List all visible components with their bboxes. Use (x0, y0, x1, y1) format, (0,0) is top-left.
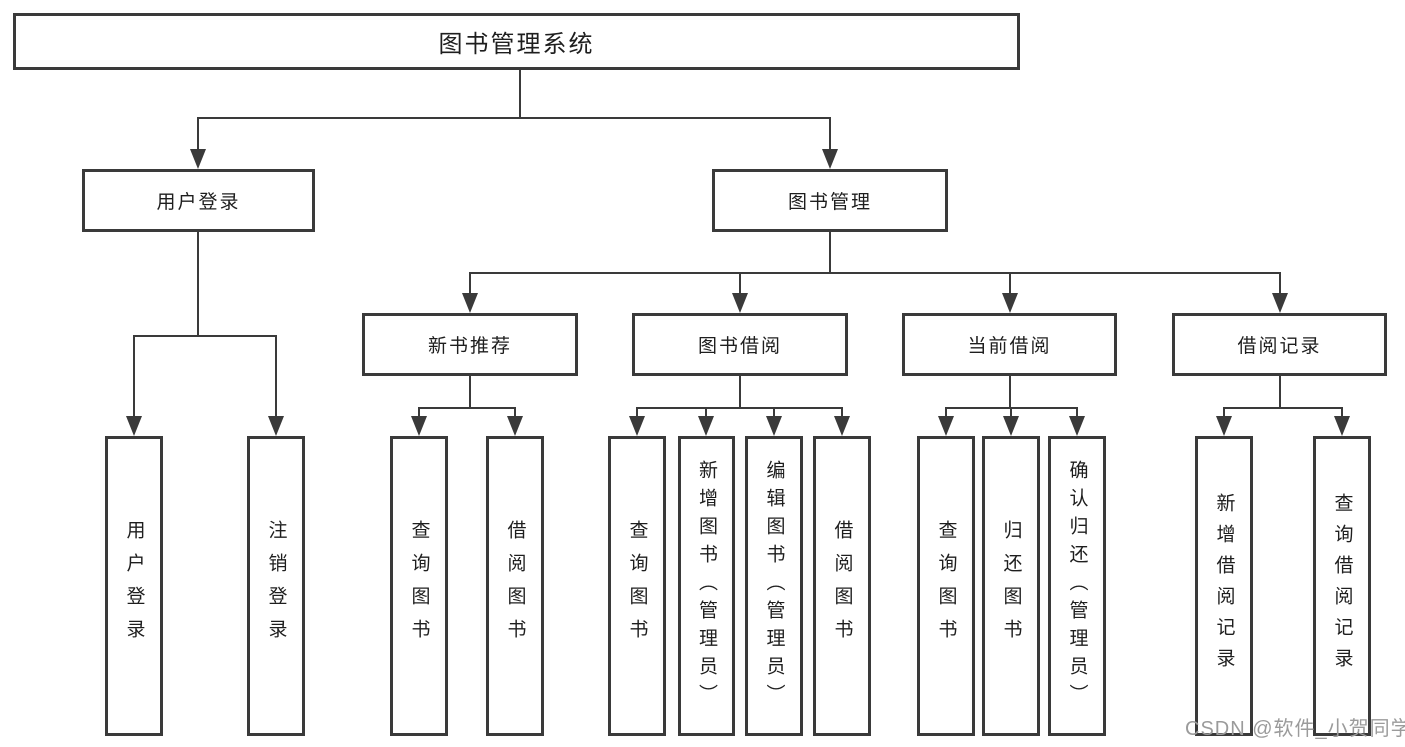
connector-line (1223, 407, 1225, 420)
leaf-borrow-books-recommend-label: 借阅图书 (504, 520, 526, 652)
connector-line (1223, 407, 1343, 409)
leaf-query-books-borrow: 查询图书 (608, 436, 666, 736)
leaf-return-book-label: 归还图书 (1000, 520, 1022, 652)
arrow-down-icon (629, 416, 645, 436)
node-user-login-label: 用户登录 (156, 192, 241, 213)
connector-line (133, 335, 277, 337)
leaf-add-book-admin: 新增图书（管理员） (678, 436, 735, 736)
connector-line (1279, 272, 1281, 297)
connector-line (841, 407, 843, 420)
leaf-query-books-borrow-label: 查询图书 (626, 520, 648, 652)
node-current-borrow-label: 当前借阅 (967, 336, 1052, 357)
leaf-confirm-return-admin: 确认归还（管理员） (1048, 436, 1106, 736)
arrow-down-icon (1216, 416, 1232, 436)
connector-line (418, 407, 420, 420)
connector-line (945, 407, 947, 420)
leaf-borrow-books-borrow: 借阅图书 (813, 436, 871, 736)
connector-line (1076, 407, 1078, 420)
node-new-book-recommend: 新书推荐 (362, 313, 578, 376)
node-root: 图书管理系统 (13, 13, 1020, 70)
arrow-down-icon (507, 416, 523, 436)
connector-line (133, 335, 135, 420)
connector-line (197, 117, 199, 153)
node-root-label: 图书管理系统 (438, 31, 595, 58)
connector-line (773, 407, 775, 420)
arrow-down-icon (698, 416, 714, 436)
arrow-down-icon (462, 293, 478, 313)
arrow-down-icon (1272, 293, 1288, 313)
arrow-down-icon (268, 416, 284, 436)
connector-line (519, 70, 521, 117)
connector-line (197, 232, 199, 335)
connector-line (1009, 272, 1011, 297)
arrow-down-icon (732, 293, 748, 313)
node-borrow-records: 借阅记录 (1172, 313, 1387, 376)
connector-line (636, 407, 843, 409)
connector-line (1010, 407, 1012, 420)
arrow-down-icon (938, 416, 954, 436)
arrow-down-icon (766, 416, 782, 436)
leaf-user-login-label: 用户登录 (123, 520, 145, 652)
leaf-add-borrow-record-label: 新增借阅记录 (1213, 493, 1235, 679)
leaf-return-book: 归还图书 (982, 436, 1040, 736)
connector-line (739, 376, 741, 407)
leaf-logout-label: 注销登录 (265, 520, 287, 652)
leaf-query-books-current-label: 查询图书 (935, 520, 957, 652)
arrow-down-icon (1334, 416, 1350, 436)
leaf-logout: 注销登录 (247, 436, 305, 736)
node-new-book-recommend-label: 新书推荐 (427, 336, 512, 357)
connector-line (739, 272, 741, 297)
arrow-down-icon (190, 149, 206, 169)
connector-line (275, 335, 277, 420)
connector-line (636, 407, 638, 420)
connector-line (197, 117, 831, 119)
connector-line (514, 407, 516, 420)
node-book-mgmt-label: 图书管理 (787, 192, 872, 213)
connector-line (1341, 407, 1343, 420)
node-book-mgmt: 图书管理 (712, 169, 948, 232)
leaf-confirm-return-admin-label: 确认归还（管理员） (1066, 460, 1088, 712)
arrow-down-icon (1003, 416, 1019, 436)
connector-line (705, 407, 707, 420)
arrow-down-icon (411, 416, 427, 436)
connector-line (418, 407, 516, 409)
node-book-borrow: 图书借阅 (632, 313, 848, 376)
leaf-query-books-recommend: 查询图书 (390, 436, 448, 736)
connector-line (1279, 376, 1281, 407)
arrow-down-icon (126, 416, 142, 436)
leaf-borrow-books-borrow-label: 借阅图书 (831, 520, 853, 652)
connector-line (469, 376, 471, 407)
arrow-down-icon (1002, 293, 1018, 313)
node-current-borrow: 当前借阅 (902, 313, 1117, 376)
arrow-down-icon (1069, 416, 1085, 436)
node-user-login: 用户登录 (82, 169, 315, 232)
leaf-query-borrow-record: 查询借阅记录 (1313, 436, 1371, 736)
connector-line (469, 272, 471, 297)
connector-line (469, 272, 1281, 274)
connector-line (829, 232, 831, 272)
leaf-query-borrow-record-label: 查询借阅记录 (1331, 493, 1353, 679)
leaf-edit-book-admin: 编辑图书（管理员） (745, 436, 803, 736)
arrow-down-icon (822, 149, 838, 169)
leaf-user-login: 用户登录 (105, 436, 163, 736)
leaf-borrow-books-recommend: 借阅图书 (486, 436, 544, 736)
node-borrow-records-label: 借阅记录 (1237, 336, 1322, 357)
node-book-borrow-label: 图书借阅 (697, 336, 782, 357)
leaf-query-books-recommend-label: 查询图书 (408, 520, 430, 652)
connector-line (1009, 376, 1011, 407)
leaf-query-books-current: 查询图书 (917, 436, 975, 736)
watermark: CSDN @软件_小贺同学 (1185, 718, 1405, 740)
leaf-edit-book-admin-label: 编辑图书（管理员） (763, 460, 785, 712)
connector-line (829, 117, 831, 153)
arrow-down-icon (834, 416, 850, 436)
leaf-add-book-admin-label: 新增图书（管理员） (696, 460, 717, 712)
leaf-add-borrow-record: 新增借阅记录 (1195, 436, 1253, 736)
